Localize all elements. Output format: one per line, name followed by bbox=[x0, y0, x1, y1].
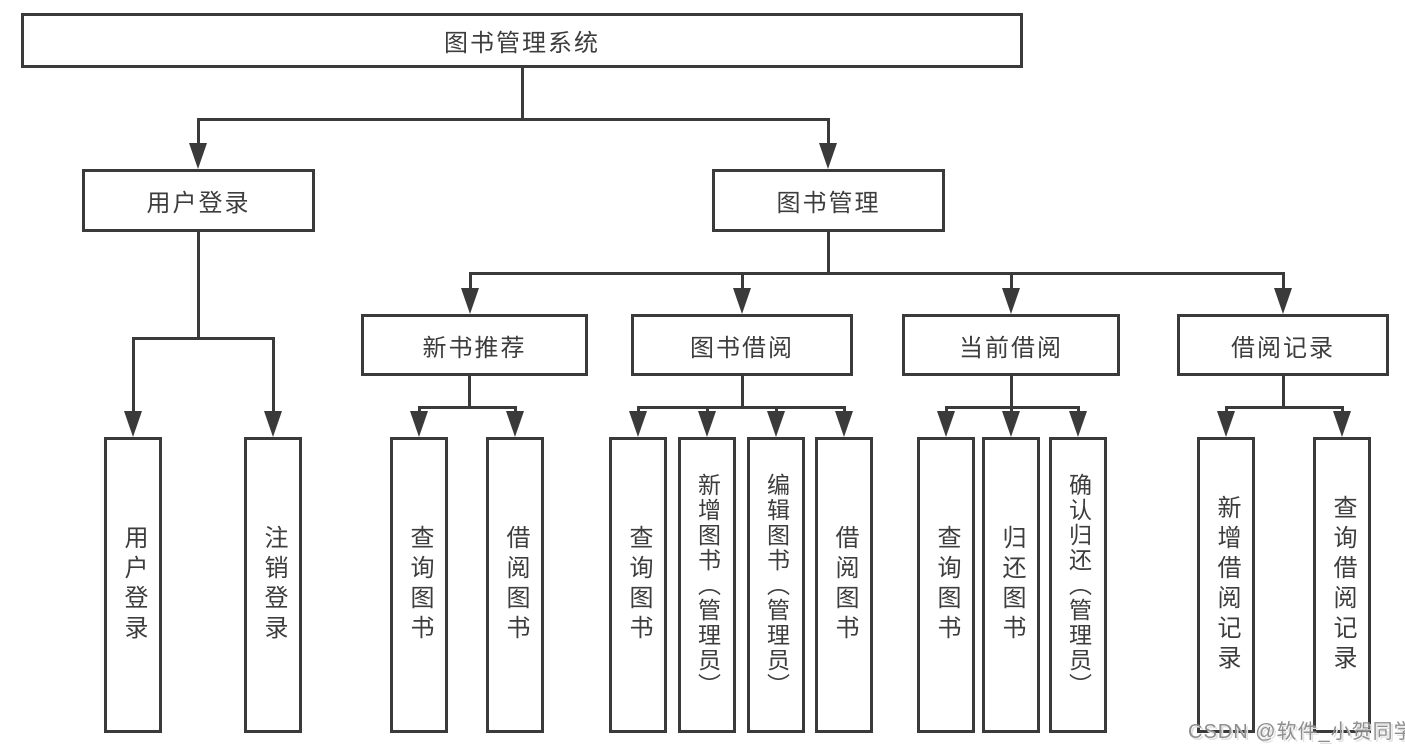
csdn-watermark: CSDN @软件_小贺同学 bbox=[1188, 721, 1405, 743]
connector-line bbox=[945, 406, 948, 414]
arrow-down-icon bbox=[698, 411, 716, 437]
leaf-label: 查询图书 bbox=[625, 525, 652, 645]
arrow-down-icon bbox=[461, 288, 479, 314]
arrow-down-icon bbox=[1069, 411, 1087, 437]
leaf-user-login: 用户登录 bbox=[104, 437, 162, 733]
connector-line bbox=[775, 406, 778, 414]
leaf-current-query-books: 查询图书 bbox=[917, 437, 975, 733]
arrow-down-icon bbox=[733, 288, 751, 314]
connector-line bbox=[132, 337, 275, 340]
leaf-current-return-books: 归还图书 bbox=[982, 437, 1040, 733]
connector-line bbox=[1010, 376, 1013, 407]
leaf-borrowing-add-books-admin: 新增图书（管理员） bbox=[678, 437, 736, 733]
arrow-down-icon bbox=[1002, 411, 1020, 437]
connector-line bbox=[272, 337, 275, 413]
connector-line bbox=[1282, 376, 1285, 407]
connector-line bbox=[1010, 406, 1013, 414]
connector-line bbox=[1225, 406, 1344, 409]
leaf-label: 查询借阅记录 bbox=[1329, 495, 1356, 675]
leaf-borrowing-query-books: 查询图书 bbox=[609, 437, 667, 733]
leaf-label: 借阅图书 bbox=[502, 525, 529, 645]
connector-line bbox=[197, 232, 200, 338]
leaf-label: 借阅图书 bbox=[831, 525, 858, 645]
node-book-borrowing: 图书借阅 bbox=[631, 314, 853, 376]
connector-line bbox=[741, 376, 744, 407]
arrow-down-icon bbox=[819, 143, 837, 169]
arrow-down-icon bbox=[264, 411, 282, 437]
arrow-down-icon bbox=[937, 411, 955, 437]
leaf-label: 确认归还（管理员） bbox=[1065, 472, 1092, 698]
connector-line bbox=[197, 118, 200, 146]
leaf-label: 用户登录 bbox=[120, 525, 147, 645]
connector-line bbox=[827, 232, 830, 275]
leaf-records-query-borrow-record: 查询借阅记录 bbox=[1313, 437, 1371, 733]
connector-line bbox=[469, 272, 1285, 275]
leaf-recommend-query-books: 查询图书 bbox=[390, 437, 448, 733]
connector-line bbox=[843, 406, 846, 414]
leaf-recommend-borrow-books: 借阅图书 bbox=[486, 437, 544, 733]
connector-line bbox=[197, 118, 830, 121]
arrow-down-icon bbox=[1217, 411, 1235, 437]
connector-line bbox=[637, 406, 846, 409]
arrow-down-icon bbox=[835, 411, 853, 437]
connector-line bbox=[1341, 406, 1344, 414]
node-current-borrowing: 当前借阅 bbox=[902, 314, 1120, 376]
arrow-down-icon bbox=[629, 411, 647, 437]
leaf-records-add-borrow-record: 新增借阅记录 bbox=[1197, 437, 1255, 733]
node-user-login: 用户登录 bbox=[82, 169, 315, 232]
connector-line bbox=[1225, 406, 1228, 414]
connector-line bbox=[1010, 272, 1013, 292]
arrow-down-icon bbox=[189, 143, 207, 169]
leaf-label: 新增图书（管理员） bbox=[694, 472, 721, 698]
leaf-label: 查询图书 bbox=[406, 525, 433, 645]
connector-line bbox=[521, 68, 524, 118]
connector-line bbox=[514, 406, 517, 414]
arrow-down-icon bbox=[1002, 288, 1020, 314]
connector-line bbox=[1282, 272, 1285, 292]
connector-line bbox=[469, 272, 472, 292]
leaf-borrowing-borrow-books: 借阅图书 bbox=[815, 437, 873, 733]
arrow-down-icon bbox=[506, 411, 524, 437]
node-library-management-system: 图书管理系统 bbox=[21, 13, 1023, 68]
leaf-label: 注销登录 bbox=[260, 525, 287, 645]
connector-line bbox=[1077, 406, 1080, 414]
leaf-label: 查询图书 bbox=[933, 525, 960, 645]
arrow-down-icon bbox=[1274, 288, 1292, 314]
connector-line bbox=[827, 118, 830, 146]
leaf-label: 编辑图书（管理员） bbox=[763, 472, 790, 698]
connector-line bbox=[741, 272, 744, 292]
leaf-current-confirm-return-admin: 确认归还（管理员） bbox=[1049, 437, 1107, 733]
leaf-borrowing-edit-books-admin: 编辑图书（管理员） bbox=[747, 437, 805, 733]
arrow-down-icon bbox=[410, 411, 428, 437]
arrow-down-icon bbox=[1333, 411, 1351, 437]
connector-line bbox=[637, 406, 640, 414]
node-book-management: 图书管理 bbox=[712, 169, 945, 232]
connector-line bbox=[706, 406, 709, 414]
connector-line bbox=[418, 406, 517, 409]
arrow-down-icon bbox=[124, 411, 142, 437]
node-new-book-recommendation: 新书推荐 bbox=[361, 314, 588, 376]
leaf-label: 新增借阅记录 bbox=[1213, 495, 1240, 675]
arrow-down-icon bbox=[767, 411, 785, 437]
connector-line bbox=[132, 337, 135, 413]
leaf-logout: 注销登录 bbox=[244, 437, 302, 733]
node-borrowing-records: 借阅记录 bbox=[1177, 314, 1389, 376]
leaf-label: 归还图书 bbox=[998, 525, 1025, 645]
connector-line bbox=[418, 406, 421, 414]
connector-line bbox=[468, 376, 471, 407]
